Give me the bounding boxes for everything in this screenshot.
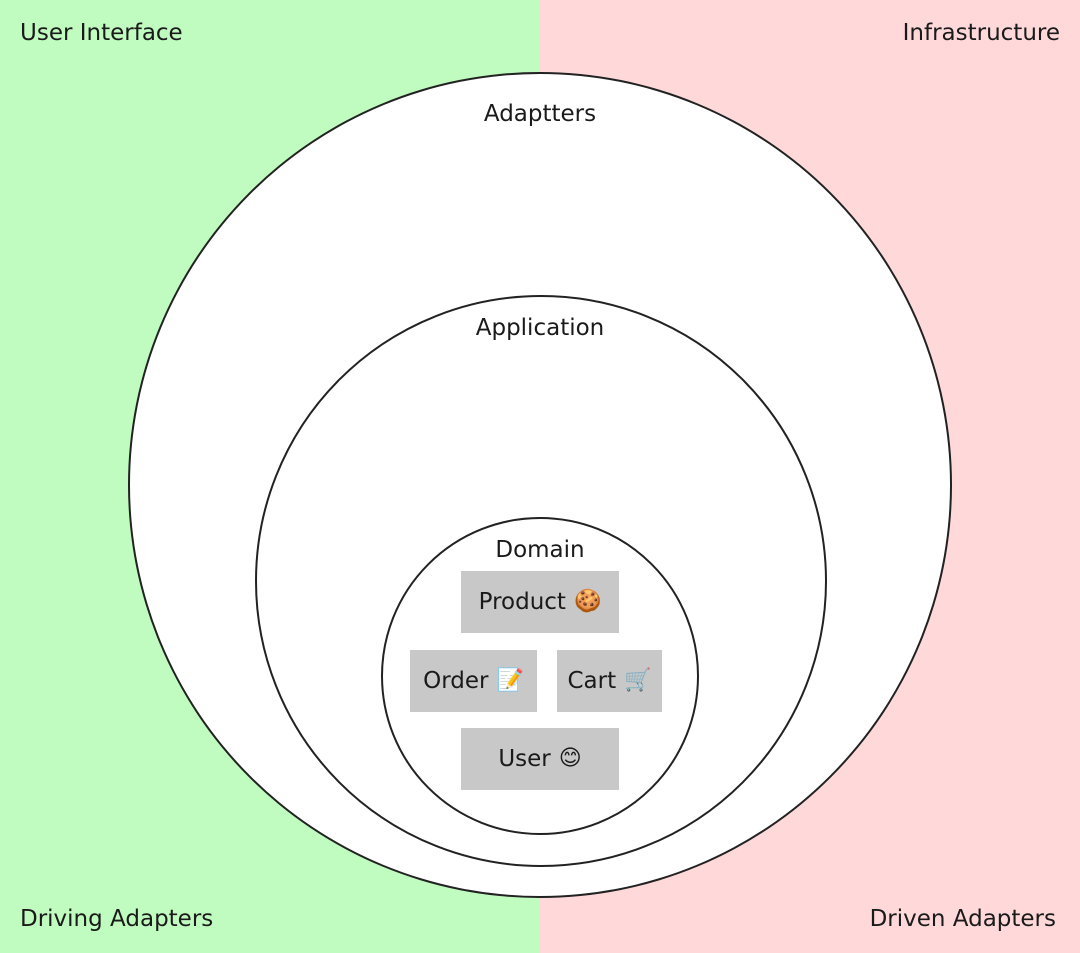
product-entity-box: Product 🍪 (461, 571, 619, 633)
cookie-icon: 🍪 (573, 589, 602, 614)
cart-entity-box: Cart 🛒 (557, 650, 662, 712)
smiling-face-icon: 😊 (558, 746, 582, 771)
order-entity-label: Order (423, 668, 489, 694)
shopping-cart-icon: 🛒 (624, 668, 652, 693)
product-entity-label: Product (478, 589, 566, 615)
driving-adapters-label: Driving Adapters (20, 906, 214, 932)
order-entity-box: Order 📝 (410, 650, 537, 712)
domain-layer-label: Domain (495, 537, 585, 563)
user-interface-label: User Interface (20, 20, 183, 46)
infrastructure-label: Infrastructure (902, 20, 1060, 46)
driven-adapters-label: Driven Adapters (869, 906, 1056, 932)
adapters-layer-label: Adaptters (483, 101, 597, 127)
user-entity-label: User (498, 746, 551, 772)
application-layer-label: Application (475, 315, 605, 341)
cart-entity-label: Cart (567, 668, 617, 694)
memo-icon: 📝 (496, 668, 524, 693)
user-entity-box: User 😊 (461, 728, 619, 790)
